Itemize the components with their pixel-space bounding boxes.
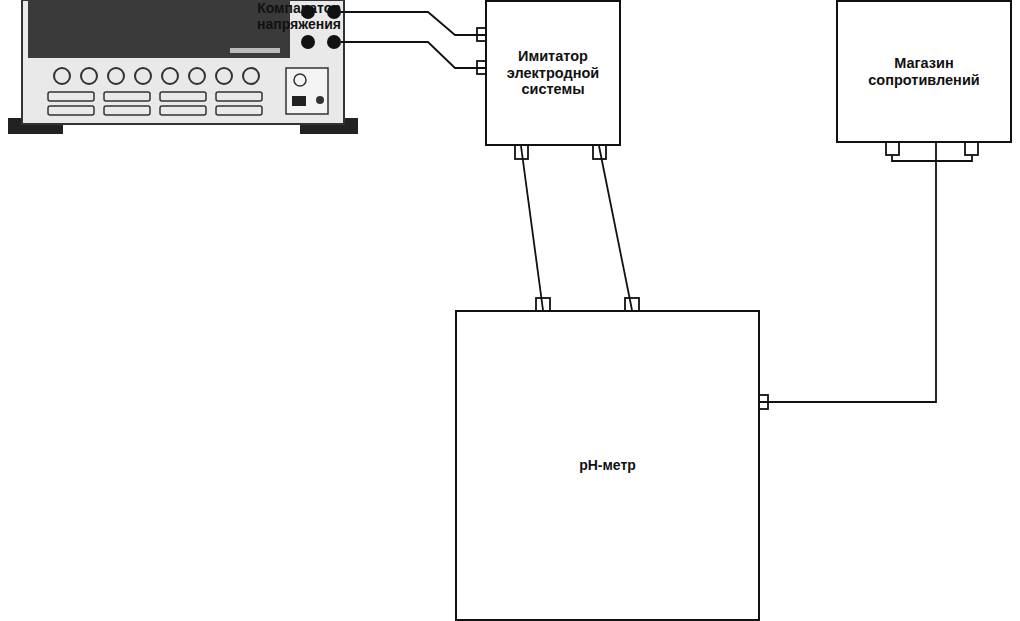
terminal-bracket xyxy=(892,155,972,161)
ph-meter-box: pH-метр xyxy=(455,310,760,621)
node-label: Компаратор напряжения xyxy=(240,0,358,32)
node-label: Магазин сопротивлений xyxy=(844,55,1004,88)
node-label: pH-метр xyxy=(579,457,636,473)
wire xyxy=(521,146,543,310)
wire xyxy=(760,143,936,402)
wire xyxy=(358,42,485,68)
resistance-box: Магазин сопротивлений xyxy=(836,0,1012,143)
node-label: Имитатор электродной системы xyxy=(493,48,613,98)
comparator-device: Компаратор напряжения xyxy=(8,0,358,222)
comparator-device xyxy=(8,0,358,134)
wire xyxy=(358,12,485,35)
simulator-box: Имитатор электродной системы xyxy=(485,0,621,146)
wire xyxy=(599,146,632,310)
